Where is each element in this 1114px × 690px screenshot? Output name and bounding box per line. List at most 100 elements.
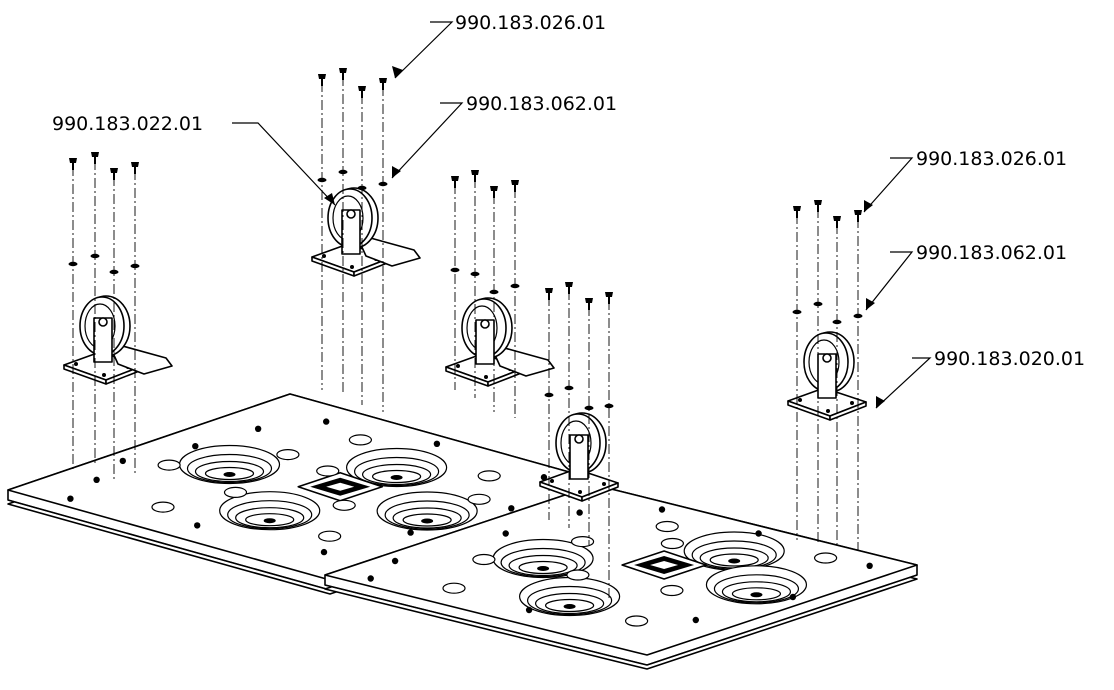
screw — [545, 288, 553, 300]
washer — [489, 289, 499, 295]
callout-c2: 990.183.062.01 — [391, 93, 617, 179]
screw-washer-set — [489, 186, 499, 412]
washer — [450, 267, 460, 273]
axle — [98, 317, 108, 327]
screw — [511, 180, 519, 192]
caster-front — [539, 412, 619, 502]
screw-washer-set — [584, 298, 594, 545]
screw-washer-set — [450, 176, 460, 390]
washer — [317, 177, 327, 183]
mounting-hole — [276, 449, 300, 461]
caster-fork — [93, 317, 113, 363]
bolt-hole — [658, 506, 666, 513]
leader-line — [865, 251, 914, 311]
large-hole-ring — [372, 469, 422, 484]
large-hole-ring — [235, 507, 305, 529]
mounting-hole — [660, 537, 685, 550]
bolt-hole — [254, 425, 262, 432]
callout-label: 990.183.026.01 — [455, 12, 606, 34]
caster-right — [787, 331, 867, 421]
leader-line — [875, 357, 932, 409]
screw — [379, 78, 387, 90]
hole-center — [750, 592, 763, 598]
bolt-hole — [433, 440, 441, 447]
large-hole-inner — [500, 547, 586, 578]
bolt-hole — [692, 616, 699, 624]
callout-label: 990.183.022.01 — [52, 113, 203, 135]
bolt-hole — [323, 418, 330, 425]
screw — [471, 170, 479, 182]
mounting-hole — [442, 582, 466, 594]
screw-washer-set — [357, 86, 367, 405]
hole-center — [563, 604, 576, 609]
mounting-hole — [318, 530, 342, 542]
mounting-hole — [151, 501, 175, 513]
callout-label: 990.183.062.01 — [916, 242, 1067, 264]
screw — [605, 292, 613, 304]
large-hole-ring — [194, 460, 265, 483]
mounting-hole — [467, 493, 491, 505]
washer — [109, 269, 119, 275]
large-hole-inner — [354, 456, 440, 487]
screw — [585, 298, 593, 310]
bolt-hole — [508, 505, 515, 512]
mounting-hole — [624, 615, 649, 627]
washer — [378, 181, 388, 187]
arrow-head — [876, 396, 885, 408]
washer — [90, 253, 100, 259]
large-hole-inner — [227, 500, 313, 530]
right-plate — [324, 484, 918, 670]
part-callouts: 990.183.026.01 990.183.062.01 990.183.02… — [52, 12, 1085, 409]
arrow-head — [866, 298, 875, 310]
base-hole — [850, 401, 854, 405]
label-plate-print — [650, 561, 679, 569]
base-hole — [798, 398, 802, 402]
mounting-hole — [348, 434, 372, 446]
bolt-hole — [789, 593, 797, 601]
screw — [131, 162, 139, 174]
screw — [833, 216, 841, 228]
screw — [91, 152, 99, 164]
base-hole — [456, 364, 460, 368]
base-hole — [550, 479, 554, 483]
brake-pedal — [489, 343, 555, 377]
bolt-hole — [67, 495, 74, 502]
washer — [832, 319, 842, 325]
washer — [510, 283, 520, 289]
bolt-hole — [755, 530, 762, 537]
large-hole-ring — [402, 513, 452, 527]
leader-line — [232, 122, 336, 206]
screw — [339, 68, 347, 80]
bolt-hole — [119, 457, 127, 465]
caster-fork — [341, 209, 361, 255]
caster-assemblies — [63, 68, 867, 600]
callout-c4: 990.183.026.01 — [863, 148, 1067, 213]
callout-c6: 990.183.020.01 — [875, 348, 1085, 409]
large-hole-inner — [384, 500, 470, 530]
base-plates — [7, 393, 918, 670]
mounting-hole — [566, 569, 590, 581]
screw-washer-set — [470, 170, 480, 398]
screw-washer-set — [792, 206, 802, 540]
arrow-head — [392, 66, 403, 78]
large-hole-ring — [544, 598, 595, 613]
hole-center — [390, 475, 403, 480]
screw-washer-set — [564, 282, 574, 528]
axle — [346, 209, 356, 219]
base-hole — [102, 373, 106, 377]
large-hole-inner — [186, 453, 273, 484]
bolt-hole — [502, 530, 509, 537]
base-hole — [826, 409, 830, 413]
large-hole-ring — [508, 554, 578, 577]
plate-top — [324, 484, 918, 656]
mounting-hole — [157, 459, 181, 471]
screw-washer-set — [813, 200, 823, 544]
plate-edge — [324, 574, 918, 666]
bolt-hole — [367, 575, 374, 582]
axle — [822, 353, 832, 363]
leader-line — [863, 157, 914, 213]
hole-center — [537, 566, 550, 571]
callout-label: 990.183.020.01 — [934, 348, 1085, 370]
